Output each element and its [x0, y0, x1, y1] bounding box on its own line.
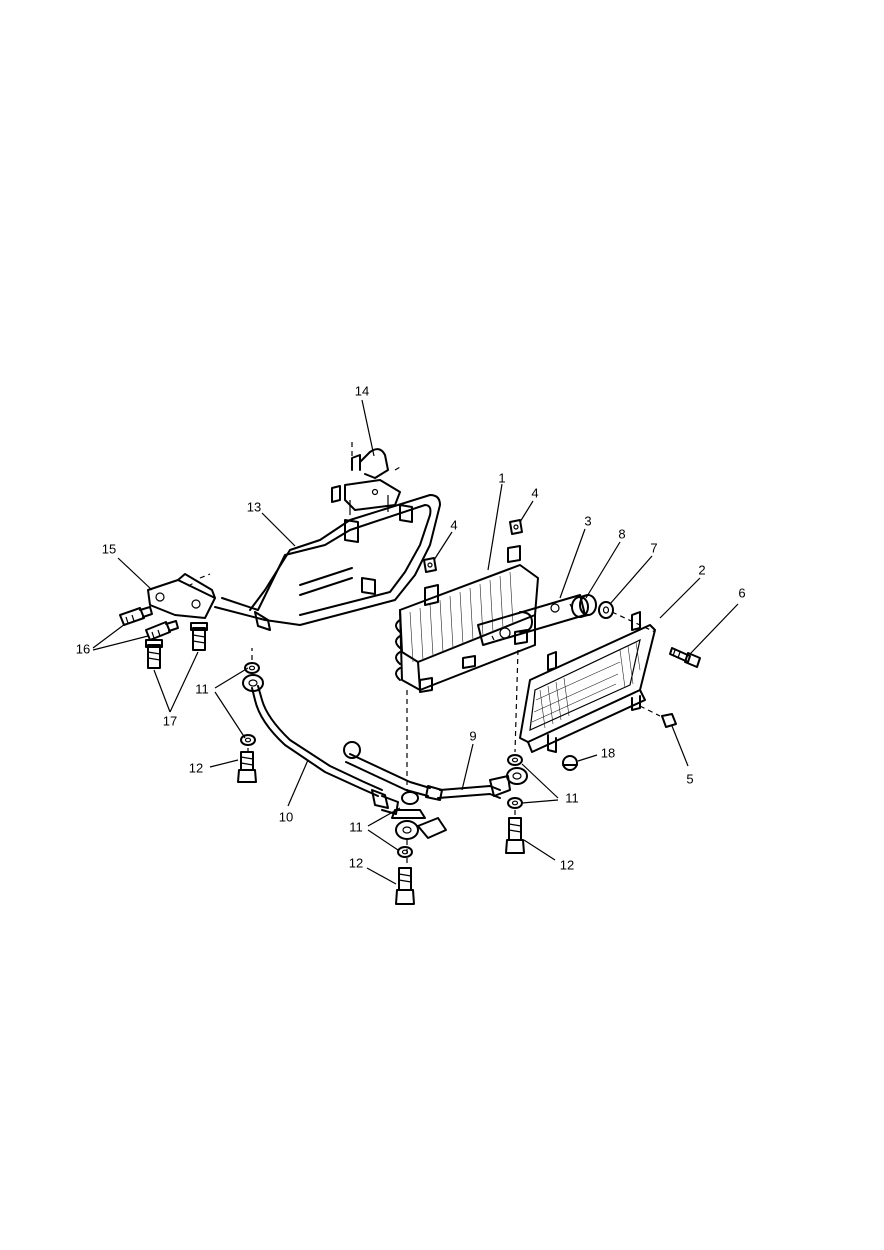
callout-3: 3 [559, 513, 592, 599]
svg-text:4: 4 [531, 485, 538, 500]
callout-14: 14 [355, 383, 375, 457]
svg-text:11: 11 [195, 681, 209, 696]
callout-2: 2 [659, 562, 706, 619]
svg-text:18: 18 [601, 745, 615, 760]
svg-text:1: 1 [498, 470, 505, 485]
part-banjo-bolt-center [395, 867, 415, 905]
callout-13: 13 [247, 499, 296, 547]
svg-text:12: 12 [560, 857, 574, 872]
part-oil-pipe-9 [343, 741, 528, 801]
callout-4-upper: 4 [519, 485, 539, 523]
svg-text:7: 7 [650, 540, 657, 555]
svg-text:11: 11 [565, 790, 579, 805]
svg-text:3: 3 [584, 513, 591, 528]
alignment-lines [247, 648, 519, 865]
callout-11-left: 11 [195, 667, 249, 739]
part-bolts-17 [145, 622, 208, 669]
svg-text:10: 10 [279, 809, 293, 824]
part-upper-bracket [331, 440, 403, 515]
callout-1: 1 [487, 470, 506, 571]
callout-9: 9 [461, 728, 477, 791]
svg-text:12: 12 [189, 760, 203, 775]
svg-text:2: 2 [698, 562, 705, 577]
svg-text:14: 14 [355, 383, 369, 398]
part-clip-lower [423, 557, 437, 573]
callout-11-center: 11 [349, 807, 401, 851]
callout-10: 10 [279, 759, 309, 824]
callout-12-left: 12 [189, 759, 239, 775]
part-oil-pipe-10 [242, 674, 399, 815]
svg-text:4: 4 [450, 517, 457, 532]
svg-text:16: 16 [76, 641, 90, 656]
part-tubular-frame [214, 494, 441, 631]
svg-text:6: 6 [738, 585, 745, 600]
callout-5: 5 [671, 725, 694, 786]
part-banjo-bolt-left [237, 751, 257, 783]
part-rubber-spacer [571, 594, 597, 618]
part-bolt-5 [639, 705, 677, 728]
callout-6: 6 [689, 585, 746, 655]
svg-text:5: 5 [686, 771, 693, 786]
part-mesh-guard [519, 611, 656, 753]
svg-text:15: 15 [102, 541, 116, 556]
callout-7: 7 [609, 540, 658, 605]
part-bolt-6 [669, 647, 701, 668]
callout-15: 15 [102, 541, 153, 591]
part-clip-upper [509, 519, 523, 535]
callout-12-right: 12 [523, 839, 574, 872]
part-oil-cooler [395, 545, 539, 693]
callout-17: 17 [153, 651, 199, 728]
part-banjo-bolt-right [505, 817, 525, 854]
callout-8: 8 [585, 526, 626, 599]
callout-4-lower: 4 [433, 517, 458, 561]
svg-text:17: 17 [163, 713, 177, 728]
svg-text:9: 9 [469, 728, 476, 743]
svg-text:8: 8 [618, 526, 625, 541]
part-clip-18 [562, 755, 578, 771]
callout-16: 16 [76, 623, 149, 656]
svg-text:12: 12 [349, 855, 363, 870]
part-washers-11 [240, 662, 523, 858]
part-banjo-center [391, 791, 447, 840]
callout-18: 18 [577, 745, 615, 762]
svg-text:11: 11 [349, 819, 363, 834]
part-bolts-16 [119, 606, 179, 641]
callout-12-center: 12 [349, 855, 397, 885]
part-washer [598, 601, 614, 619]
callout-11-right: 11 [521, 763, 579, 805]
part-side-bracket [147, 573, 216, 619]
svg-text:13: 13 [247, 499, 261, 514]
